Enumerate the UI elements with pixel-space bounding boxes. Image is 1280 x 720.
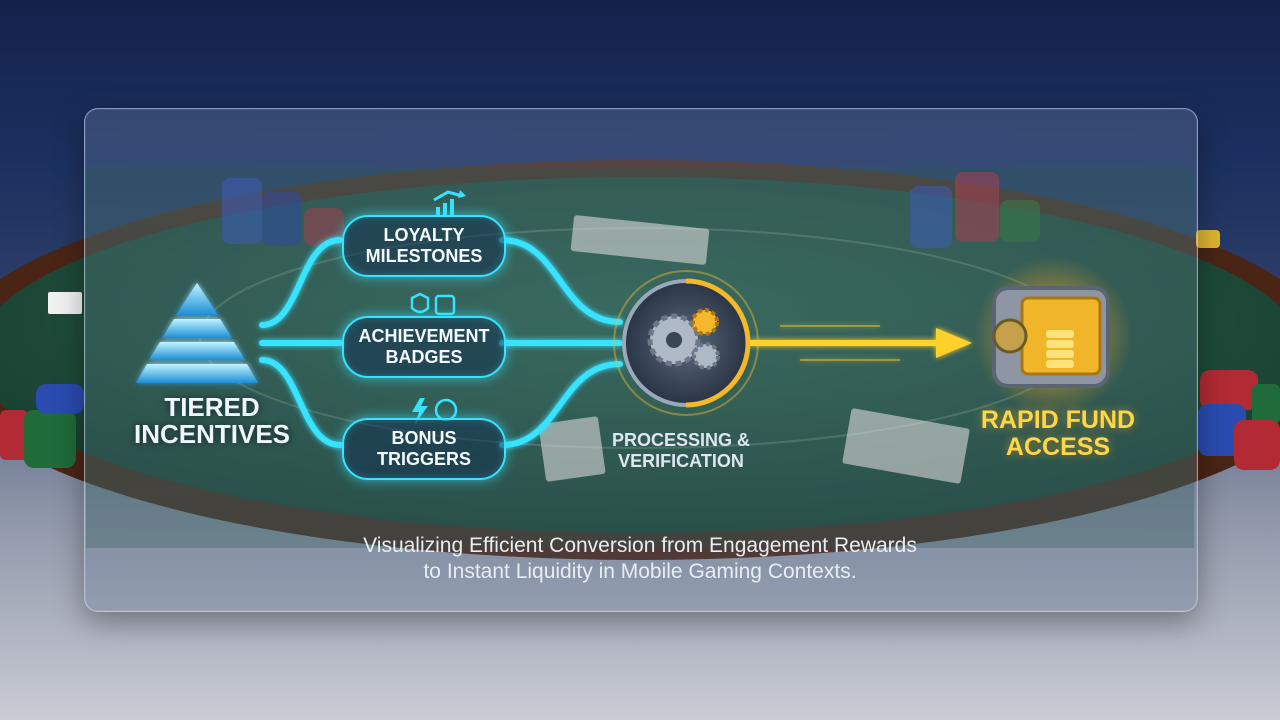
caption-line1: Visualizing Efficient Conversion from En… <box>363 534 917 557</box>
path-loyalty-to-proc <box>499 237 623 325</box>
channel-loyalty-line1: LOYALTY <box>383 225 465 245</box>
channel-bonus-pill: BONUS TRIGGERS <box>342 418 506 480</box>
destination-label-line2: ACCESS <box>1005 433 1111 461</box>
channel-badges-line2: BADGES <box>385 347 463 367</box>
chip-stacks-right <box>1196 230 1280 470</box>
processor-label-line2: VERIFICATION <box>618 451 744 471</box>
source-label-line1: TIERED <box>164 392 260 422</box>
processor-label: PROCESSING & VERIFICATION <box>596 430 766 472</box>
chip-stacks-left <box>0 292 84 468</box>
processor-label-line1: PROCESSING & <box>611 430 751 450</box>
path-bonus-to-proc <box>499 361 623 448</box>
flow-paths <box>259 237 623 448</box>
caption-line2: to Instant Liquidity in Mobile Gaming Co… <box>423 560 857 583</box>
growth-chart-icon <box>433 190 466 217</box>
diagram-caption: Visualizing Efficient Conversion from En… <box>320 533 960 585</box>
gears-icon <box>613 270 759 416</box>
channel-loyalty-pill: LOYALTY MILESTONES <box>342 215 506 277</box>
blurred-props <box>222 172 1040 484</box>
vault-icon <box>973 256 1133 416</box>
pyramid-icon <box>136 283 258 383</box>
channel-bonus-line1: BONUS <box>391 428 457 448</box>
channel-badges-line1: ACHIEVEMENT <box>358 326 490 346</box>
channel-loyalty-line2: MILESTONES <box>365 246 483 266</box>
source-label-line2: INCENTIVES <box>133 419 291 449</box>
path-src-to-loyalty <box>259 237 343 328</box>
channel-bonus-line2: TRIGGERS <box>376 449 471 469</box>
output-arrow <box>750 325 972 361</box>
channel-badges-pill: ACHIEVEMENT BADGES <box>342 316 506 378</box>
destination-label: RAPID FUND ACCESS <box>968 407 1148 461</box>
destination-label-line1: RAPID FUND <box>980 406 1136 434</box>
badge-icon <box>410 292 456 316</box>
path-src-to-bonus <box>259 357 343 448</box>
source-label: TIERED INCENTIVES <box>112 394 312 448</box>
